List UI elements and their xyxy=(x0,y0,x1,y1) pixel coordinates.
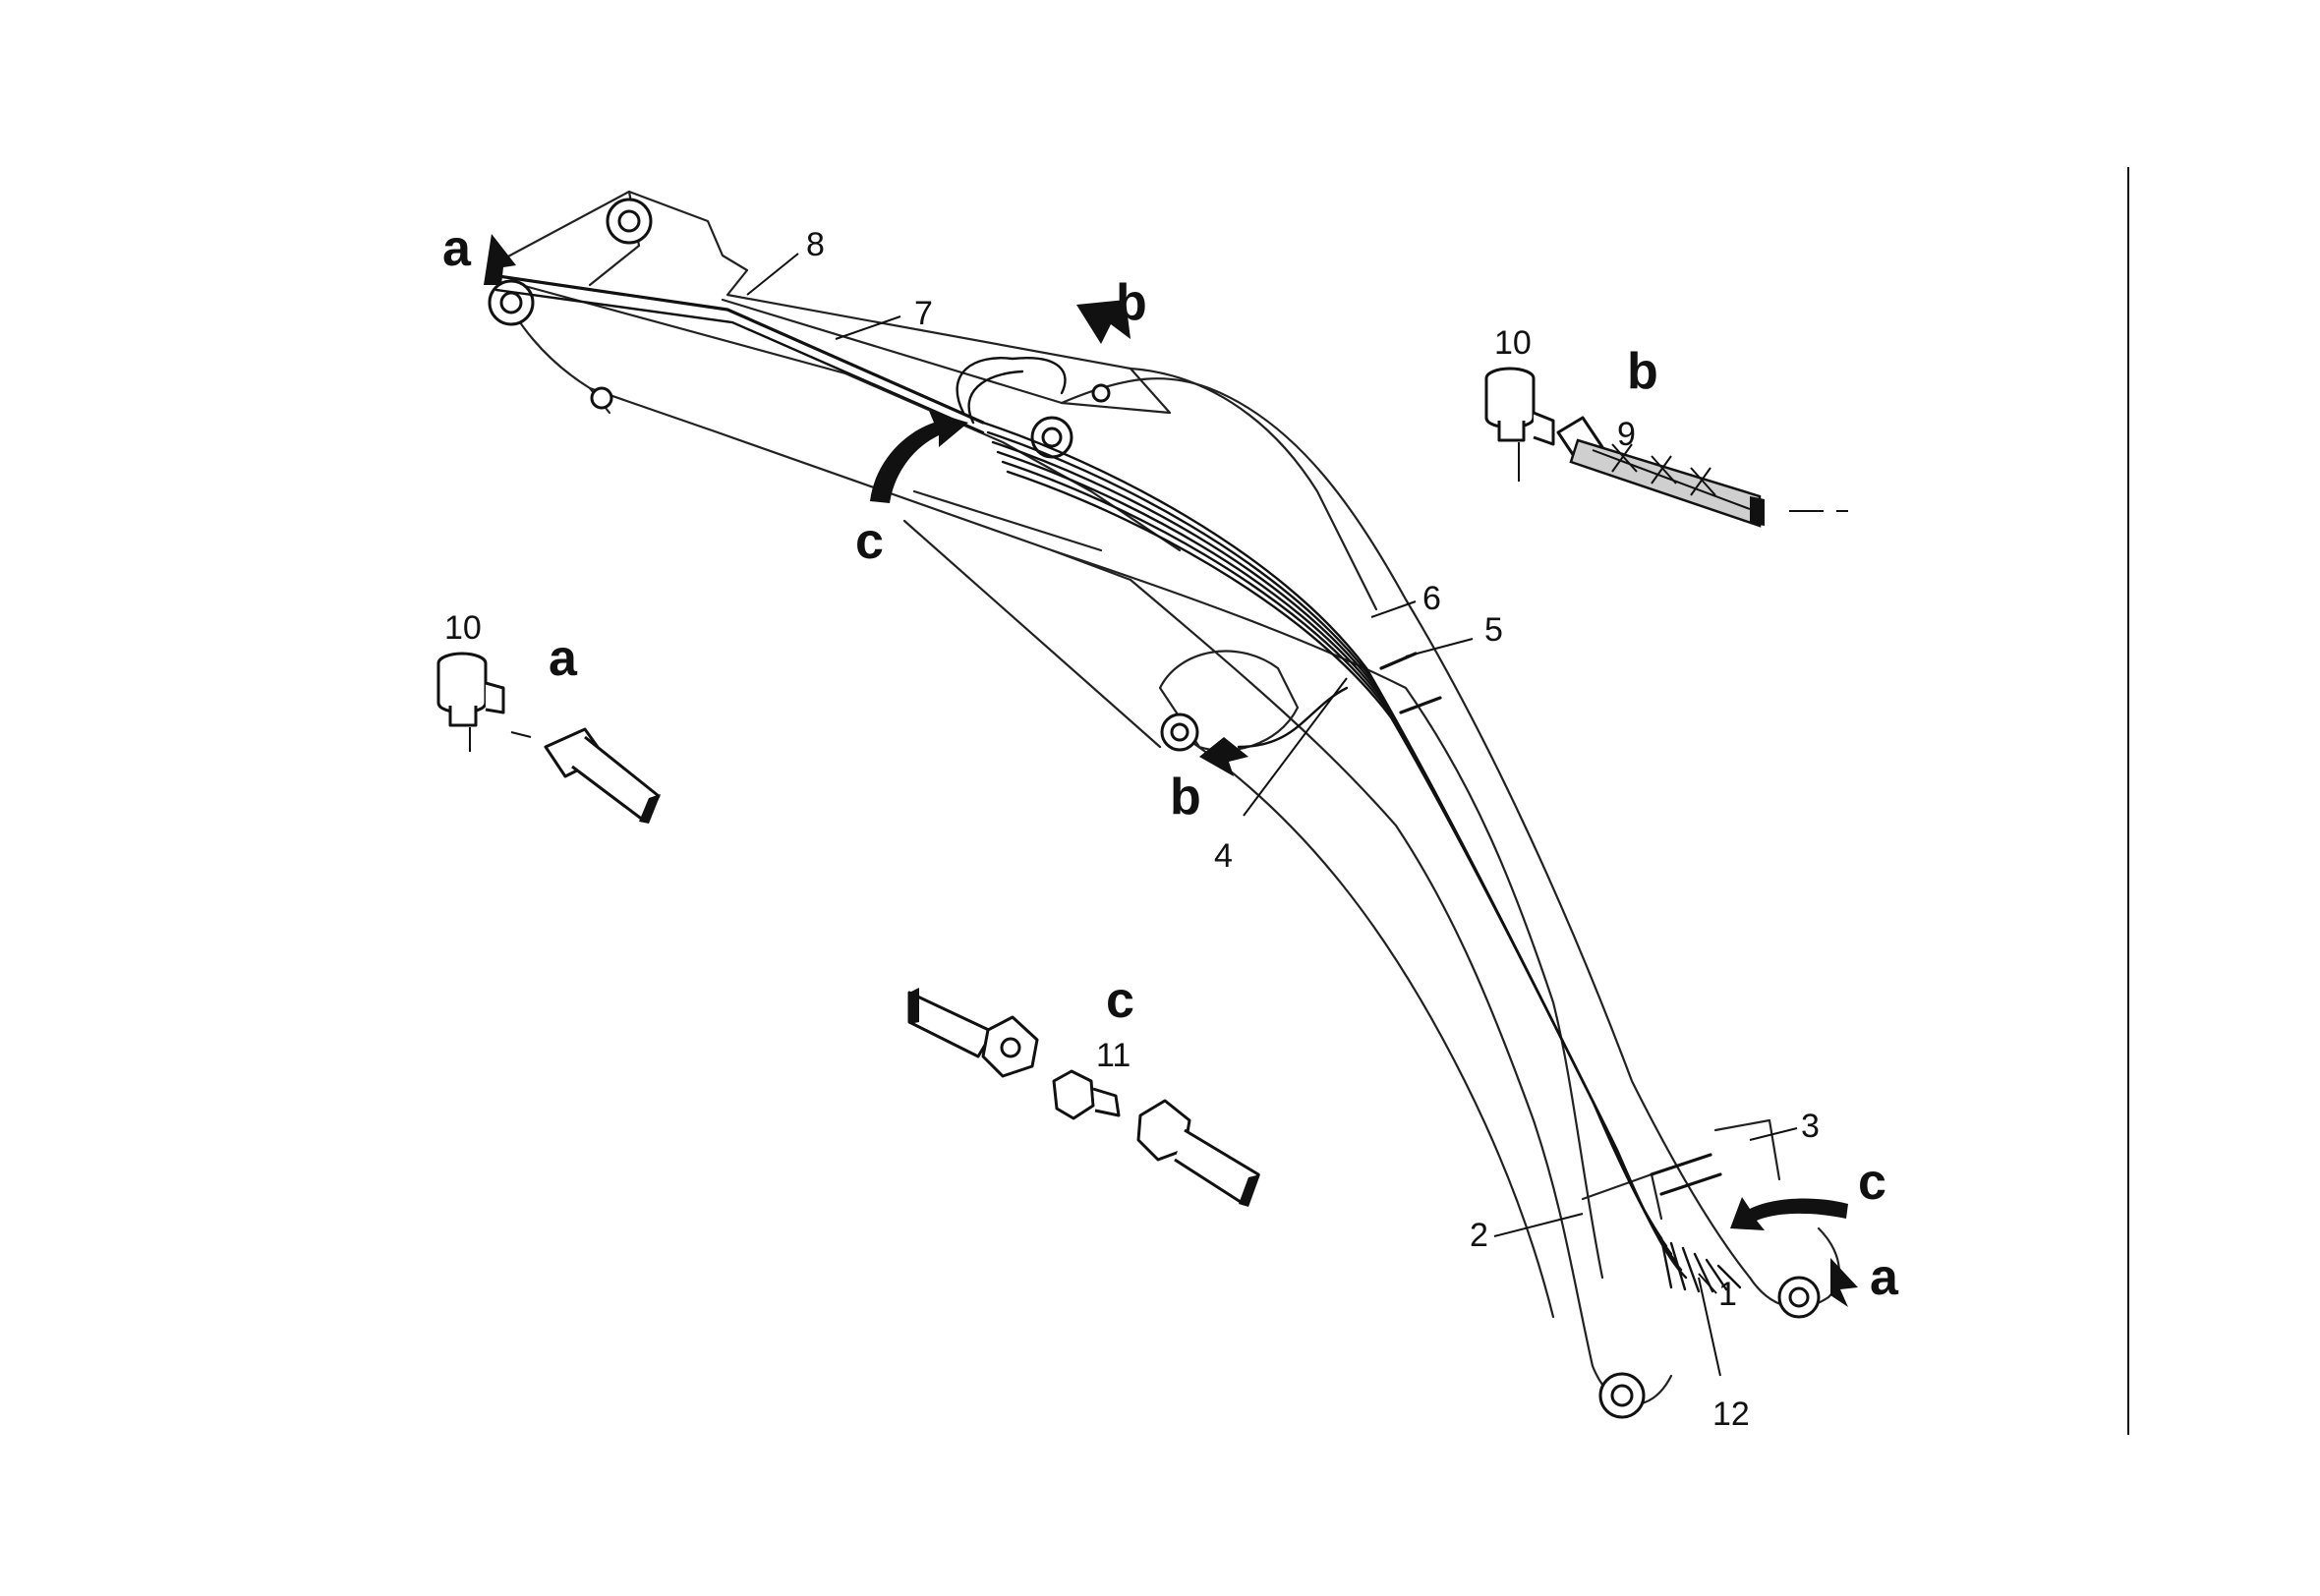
arrow-b-middle-icon xyxy=(1199,737,1248,776)
label-2: 2 xyxy=(1470,1217,1488,1254)
detail-a-fitting xyxy=(436,652,661,824)
part-number-labels: 1 2 3 4 5 6 7 8 9 10 10 11 12 xyxy=(444,226,1820,1433)
callout-a-detail: a xyxy=(549,630,578,687)
label-9: 9 xyxy=(1617,416,1636,453)
label-1: 1 xyxy=(1718,1276,1737,1313)
callout-a-top-left: a xyxy=(442,220,472,277)
label-7: 7 xyxy=(914,295,933,332)
label-10-right: 10 xyxy=(1494,324,1532,362)
callout-c-bottom-right: c xyxy=(1858,1154,1886,1211)
callout-arrows xyxy=(484,234,1858,1307)
label-4: 4 xyxy=(1214,837,1233,875)
label-10-left: 10 xyxy=(444,609,482,647)
callout-a-bottom-right: a xyxy=(1870,1249,1899,1306)
label-6: 6 xyxy=(1422,580,1441,617)
callout-c-top: c xyxy=(855,513,884,570)
callout-b-detail: b xyxy=(1627,343,1658,400)
arrow-b-top-icon xyxy=(1076,300,1131,344)
callout-b-middle: b xyxy=(1170,769,1201,826)
boom-structure xyxy=(488,190,1840,1419)
label-12: 12 xyxy=(1712,1396,1750,1433)
arrow-a-top-left-icon xyxy=(484,234,516,285)
hose-bundle xyxy=(490,273,1742,1293)
detail-c-union xyxy=(907,988,1260,1207)
detail-b-fitting xyxy=(1484,367,1848,528)
callout-c-detail: c xyxy=(1106,972,1134,1029)
arrow-c-bottom-right-icon xyxy=(1730,1197,1848,1230)
label-3: 3 xyxy=(1801,1108,1820,1145)
arrow-a-bottom-right-icon xyxy=(1830,1258,1858,1307)
callout-letter-labels: a a a b b b c c c xyxy=(442,220,1899,1306)
leader-lines xyxy=(746,253,1798,1377)
callout-b-top: b xyxy=(1116,274,1147,331)
label-11: 11 xyxy=(1096,1037,1131,1074)
label-5: 5 xyxy=(1484,611,1503,649)
arrow-c-top-icon xyxy=(870,411,968,503)
label-8: 8 xyxy=(806,226,825,263)
